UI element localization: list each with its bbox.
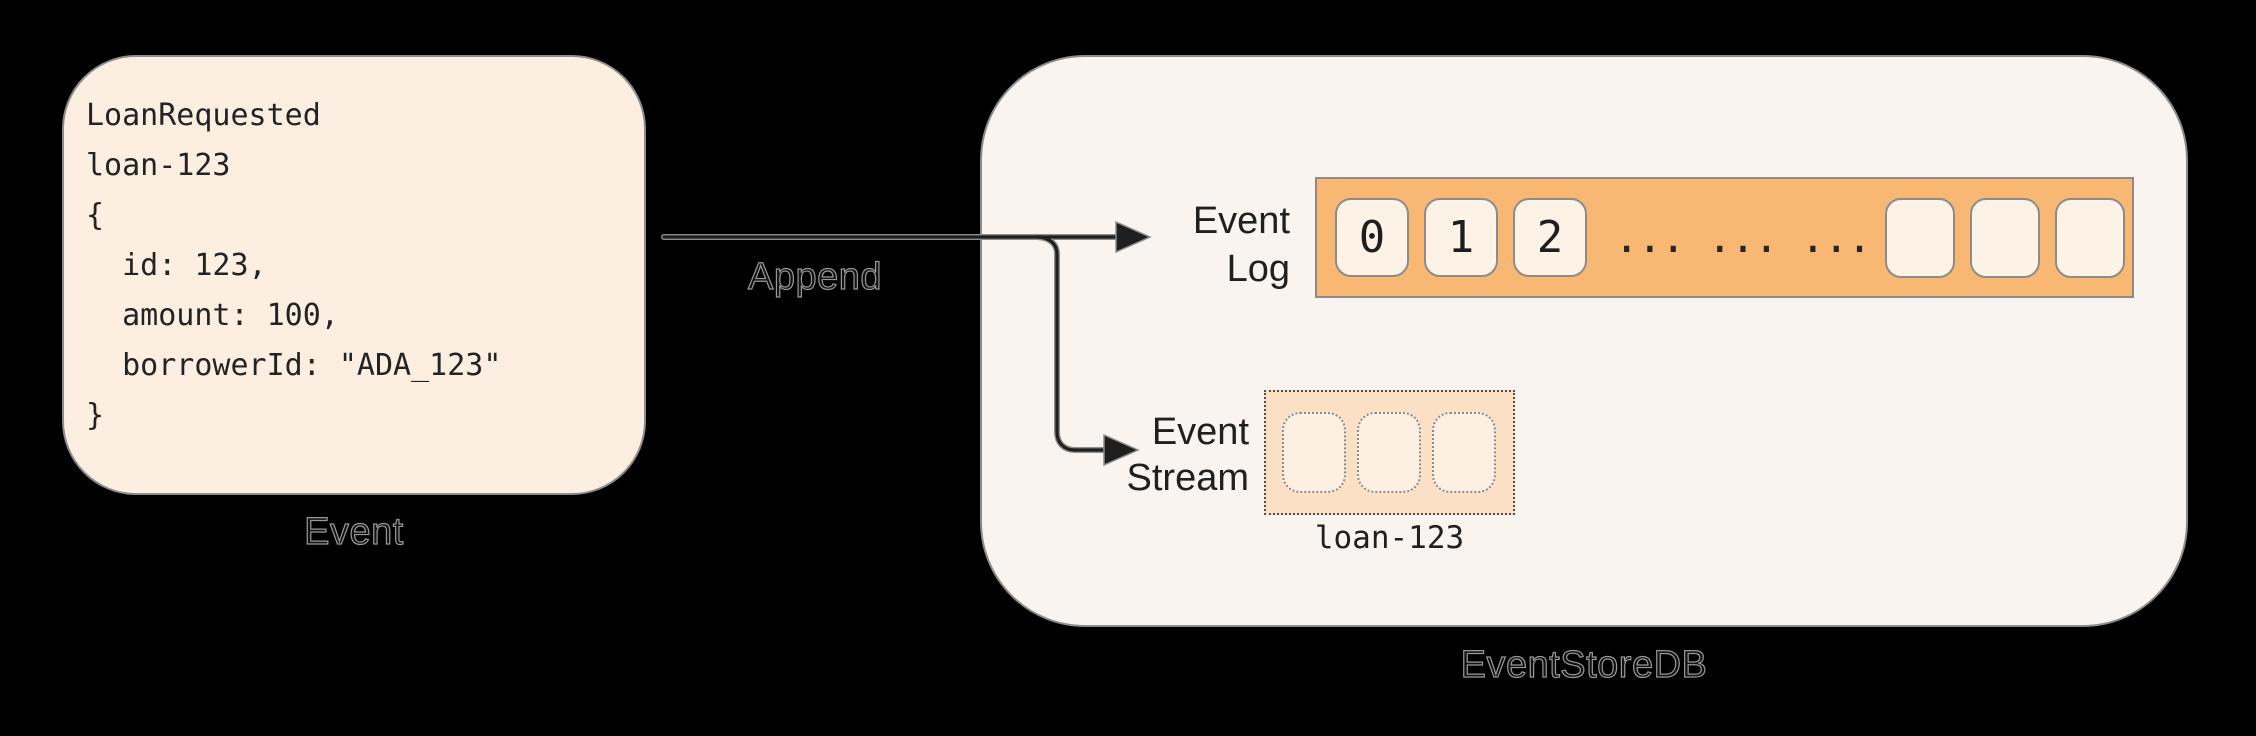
event-payload-code: LoanRequested loan-123 { id: 123, amount… <box>64 57 644 441</box>
code-line: LoanRequested <box>86 98 321 133</box>
code-line: { <box>86 198 105 233</box>
log-cell-1: 1 <box>1424 198 1498 277</box>
event-box-caption: Event <box>304 510 404 553</box>
log-cell-2: 2 <box>1513 198 1587 277</box>
event-stream-box <box>1264 390 1515 515</box>
eventstoredb-caption: EventStoreDB <box>1460 643 1708 686</box>
eventstoredb-box: Event Log 0 1 2 ... ... ... Event Stream… <box>980 55 2188 627</box>
event-stream-label-line1: Event <box>1151 411 1249 453</box>
log-empty-cell <box>1970 197 2041 278</box>
code-line: id: 123, <box>86 248 267 283</box>
event-log-bar: 0 1 2 ... ... ... <box>1315 177 2134 298</box>
log-cell-0: 0 <box>1335 198 1409 277</box>
append-label: Append <box>747 255 882 298</box>
log-ellipsis-dots: ... ... ... <box>1614 213 1872 262</box>
event-payload-box: LoanRequested loan-123 { id: 123, amount… <box>62 55 646 495</box>
code-line: loan-123 <box>86 148 231 183</box>
event-log-label-line1: Event <box>1192 200 1290 242</box>
event-stream-label-line2: Stream <box>1126 457 1249 499</box>
event-log-label-line2: Log <box>1226 248 1290 290</box>
code-line: borrowerId: "ADA_123" <box>86 348 502 383</box>
stream-empty-cell <box>1282 412 1346 493</box>
code-line: amount: 100, <box>86 298 339 333</box>
event-stream-label: Event Stream <box>1047 409 1249 501</box>
stream-empty-cell <box>1432 412 1496 493</box>
log-empty-cell <box>1885 197 1956 278</box>
stream-empty-cell <box>1357 412 1421 493</box>
event-log-label: Event Log <box>1082 197 1290 293</box>
stream-name-label: loan-123 <box>1314 520 1465 556</box>
log-empty-cell <box>2055 197 2126 278</box>
code-line: } <box>86 398 105 433</box>
